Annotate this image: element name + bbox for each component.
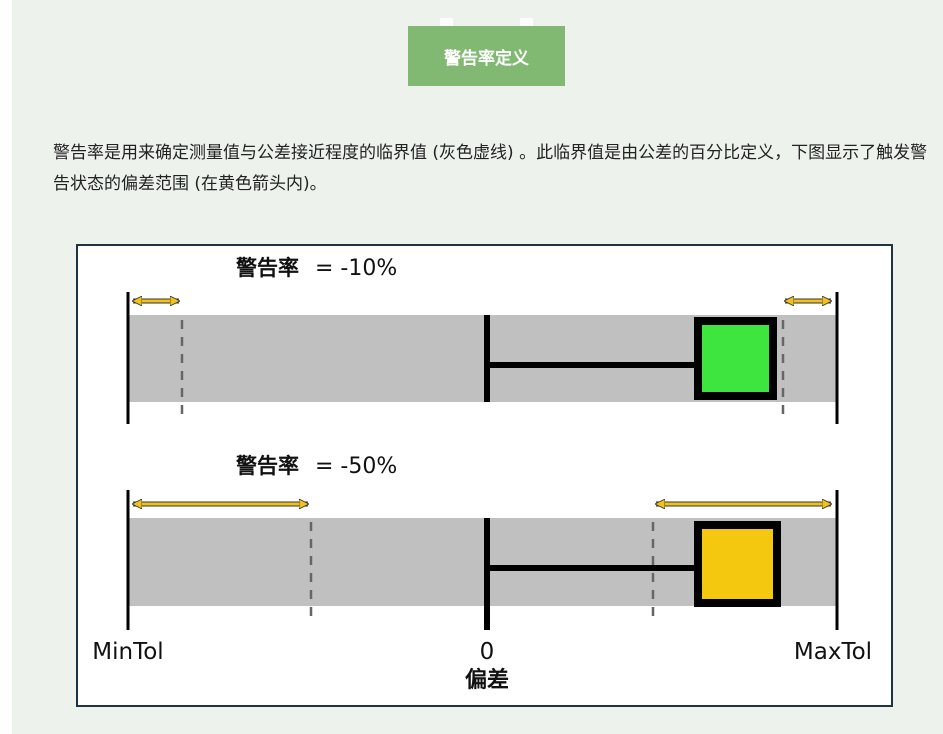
- max-tol-label: MaxTol: [794, 639, 872, 665]
- row-10-percent: 警告率 = -10%: [126, 256, 839, 424]
- warning-rate-label-value: = -50%: [315, 454, 397, 479]
- row-50-percent: 警告率 = -50%: [126, 454, 839, 630]
- measurement-indicator: [694, 521, 781, 607]
- intro-paragraph: 警告率是用来确定测量值与公差接近程度的临界值 (灰色虚线) 。此临界值是由公差的…: [53, 143, 928, 194]
- page-title: 警告率定义: [408, 26, 565, 86]
- measurement-indicator: [694, 317, 777, 400]
- zero-label: 0: [480, 639, 495, 665]
- warning-rate-label-word: 警告率: [235, 454, 299, 478]
- warning-rate-diagram: 警告率 = -10% 警告率 = -50% MinTol 0 MaxTol 偏差: [76, 244, 893, 707]
- warning-rate-label-word: 警告率: [235, 256, 299, 280]
- warning-rate-label-value: = -10%: [315, 256, 397, 281]
- deviation-axis-title: 偏差: [465, 667, 509, 693]
- min-tol-label: MinTol: [92, 639, 163, 665]
